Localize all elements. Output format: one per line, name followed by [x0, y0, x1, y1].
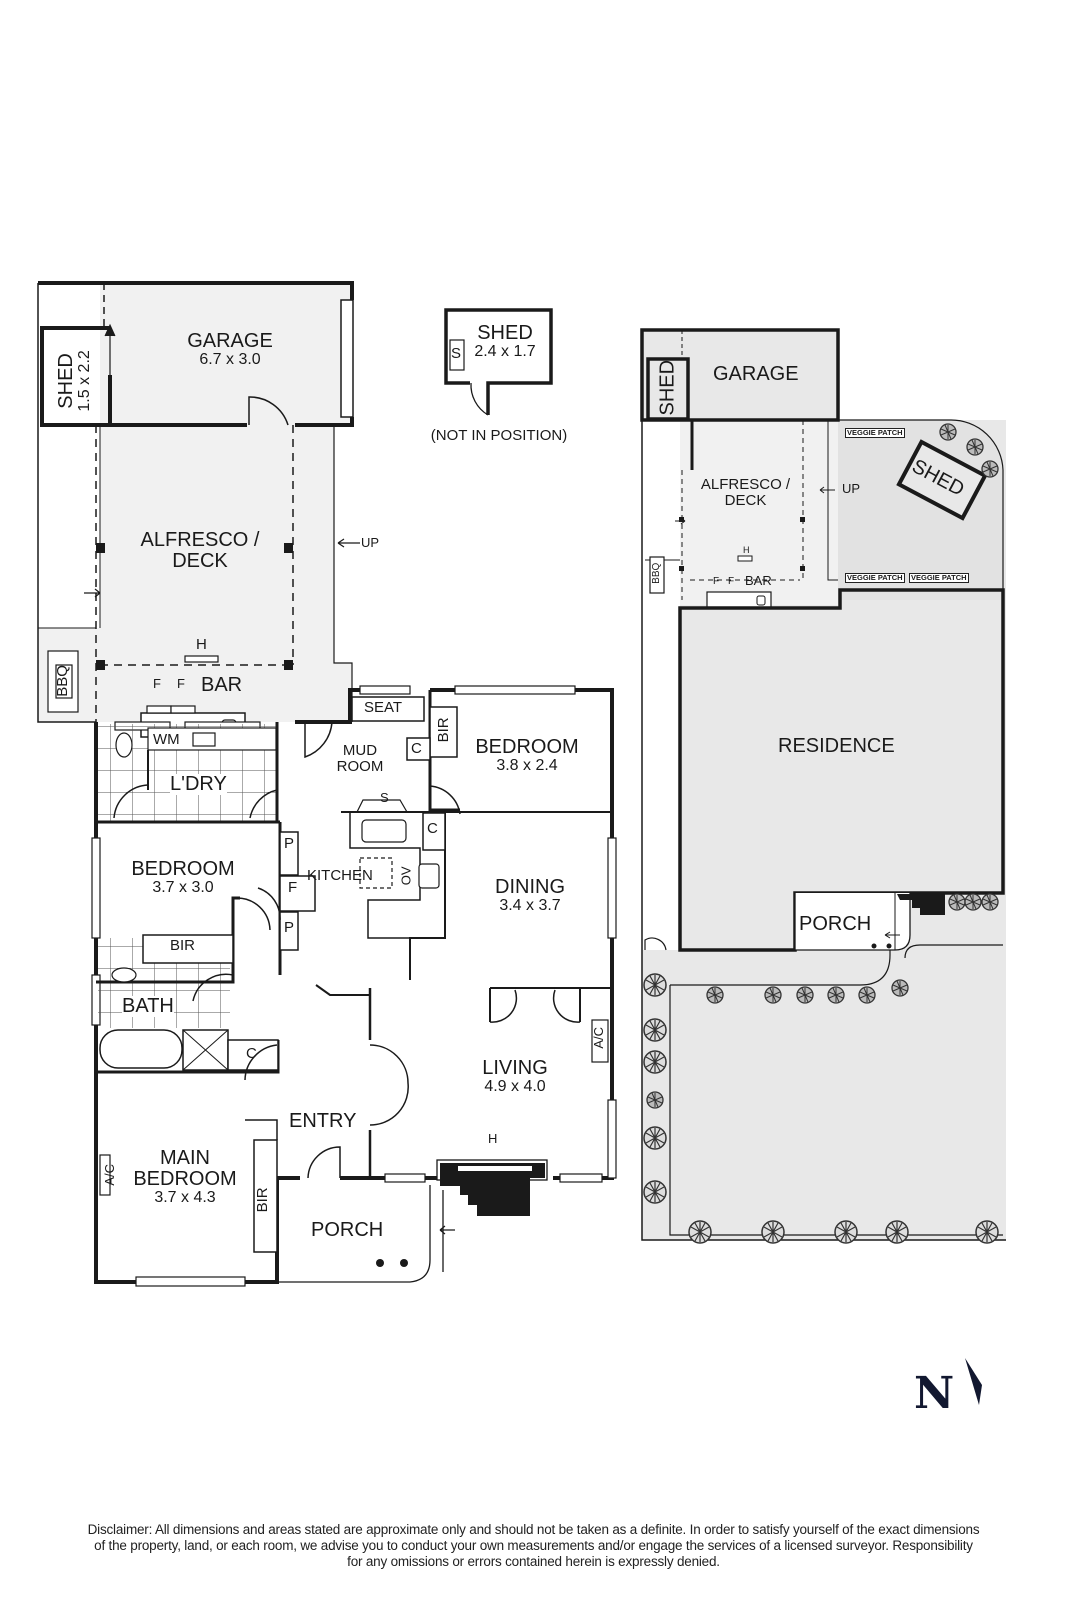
seat-label: SEAT — [364, 699, 403, 716]
oven-label: OV — [398, 866, 414, 886]
fireplace — [376, 1159, 548, 1267]
kitchen-cupboard-label: C — [427, 820, 438, 837]
site-garage-label: GARAGE — [713, 363, 799, 385]
veggie-patch-label: VEGGIE PATCH — [909, 573, 969, 583]
deck-posts — [96, 543, 293, 670]
site-porch-label: PORCH — [799, 913, 872, 935]
site-alfresco-label: ALFRESCO /DECK — [700, 476, 791, 509]
bir-label: BIR — [435, 717, 453, 743]
cupboard-label: C — [411, 740, 422, 757]
bath-label: BATH — [122, 995, 174, 1017]
alfresco-label: ALFRESCO /DECK — [140, 529, 260, 572]
bar-label: BAR — [201, 674, 243, 696]
pantry-label: P — [284, 919, 295, 936]
laundry-label: L'DRY — [170, 773, 227, 795]
porch-label: PORCH — [311, 1219, 384, 1241]
heater-label: H — [196, 636, 207, 653]
site-heater-label: H — [743, 545, 750, 555]
wm-label: WM — [153, 731, 180, 748]
bedroom-2-bir-label: BIR — [170, 937, 196, 954]
living-ac-label: A/C — [591, 1026, 607, 1049]
living-heater-label: H — [488, 1131, 498, 1146]
kitchen-fridge-label: F — [288, 879, 298, 896]
site-bar-label: BAR — [745, 573, 772, 588]
main-bedroom-bir-label: BIR — [254, 1187, 272, 1213]
shed-shelf-label: S — [451, 345, 462, 362]
garage-walls — [37, 281, 354, 723]
site-bbq-label: BBQ — [650, 562, 662, 584]
site-plan — [640, 328, 1006, 1244]
shed-note: (NOT IN POSITION) — [430, 427, 568, 444]
bbq-label: BBQ — [54, 665, 72, 697]
site-fridge-label: F — [713, 576, 720, 587]
disclaimer: Disclaimer: All dimensions and areas sta… — [10, 1522, 1057, 1570]
bar-fridge-label: F — [177, 676, 185, 691]
site-fridge-label: F — [728, 576, 735, 587]
disclaimer-line: of the property, land, or each room, we … — [94, 1538, 973, 1553]
bar-fridge-label: F — [153, 676, 161, 691]
north-arrow-icon — [965, 1358, 982, 1405]
north-compass: N — [914, 1368, 955, 1419]
disclaimer-line: for any omissions or errors contained he… — [347, 1554, 720, 1569]
veggie-patch-label: VEGGIE PATCH — [845, 573, 905, 583]
site-shed-label: SHED — [656, 359, 679, 416]
residence-label: RESIDENCE — [778, 735, 895, 757]
detached-shed — [444, 308, 553, 416]
outdoor-area — [38, 283, 352, 722]
entry-label: ENTRY — [289, 1110, 357, 1132]
bath-cupboard-label: C — [246, 1045, 257, 1062]
main-bedroom-ac-label: A/C — [102, 1163, 118, 1186]
kitchen-label: KITCHEN — [307, 867, 373, 884]
site-up-label: UP — [842, 481, 861, 496]
up-label: UP — [361, 535, 380, 550]
veggie-patch-label: VEGGIE PATCH — [845, 428, 905, 438]
pantry-label: P — [284, 835, 295, 852]
sink-label: S — [380, 790, 389, 805]
disclaimer-line: Disclaimer: All dimensions and areas sta… — [87, 1522, 980, 1537]
